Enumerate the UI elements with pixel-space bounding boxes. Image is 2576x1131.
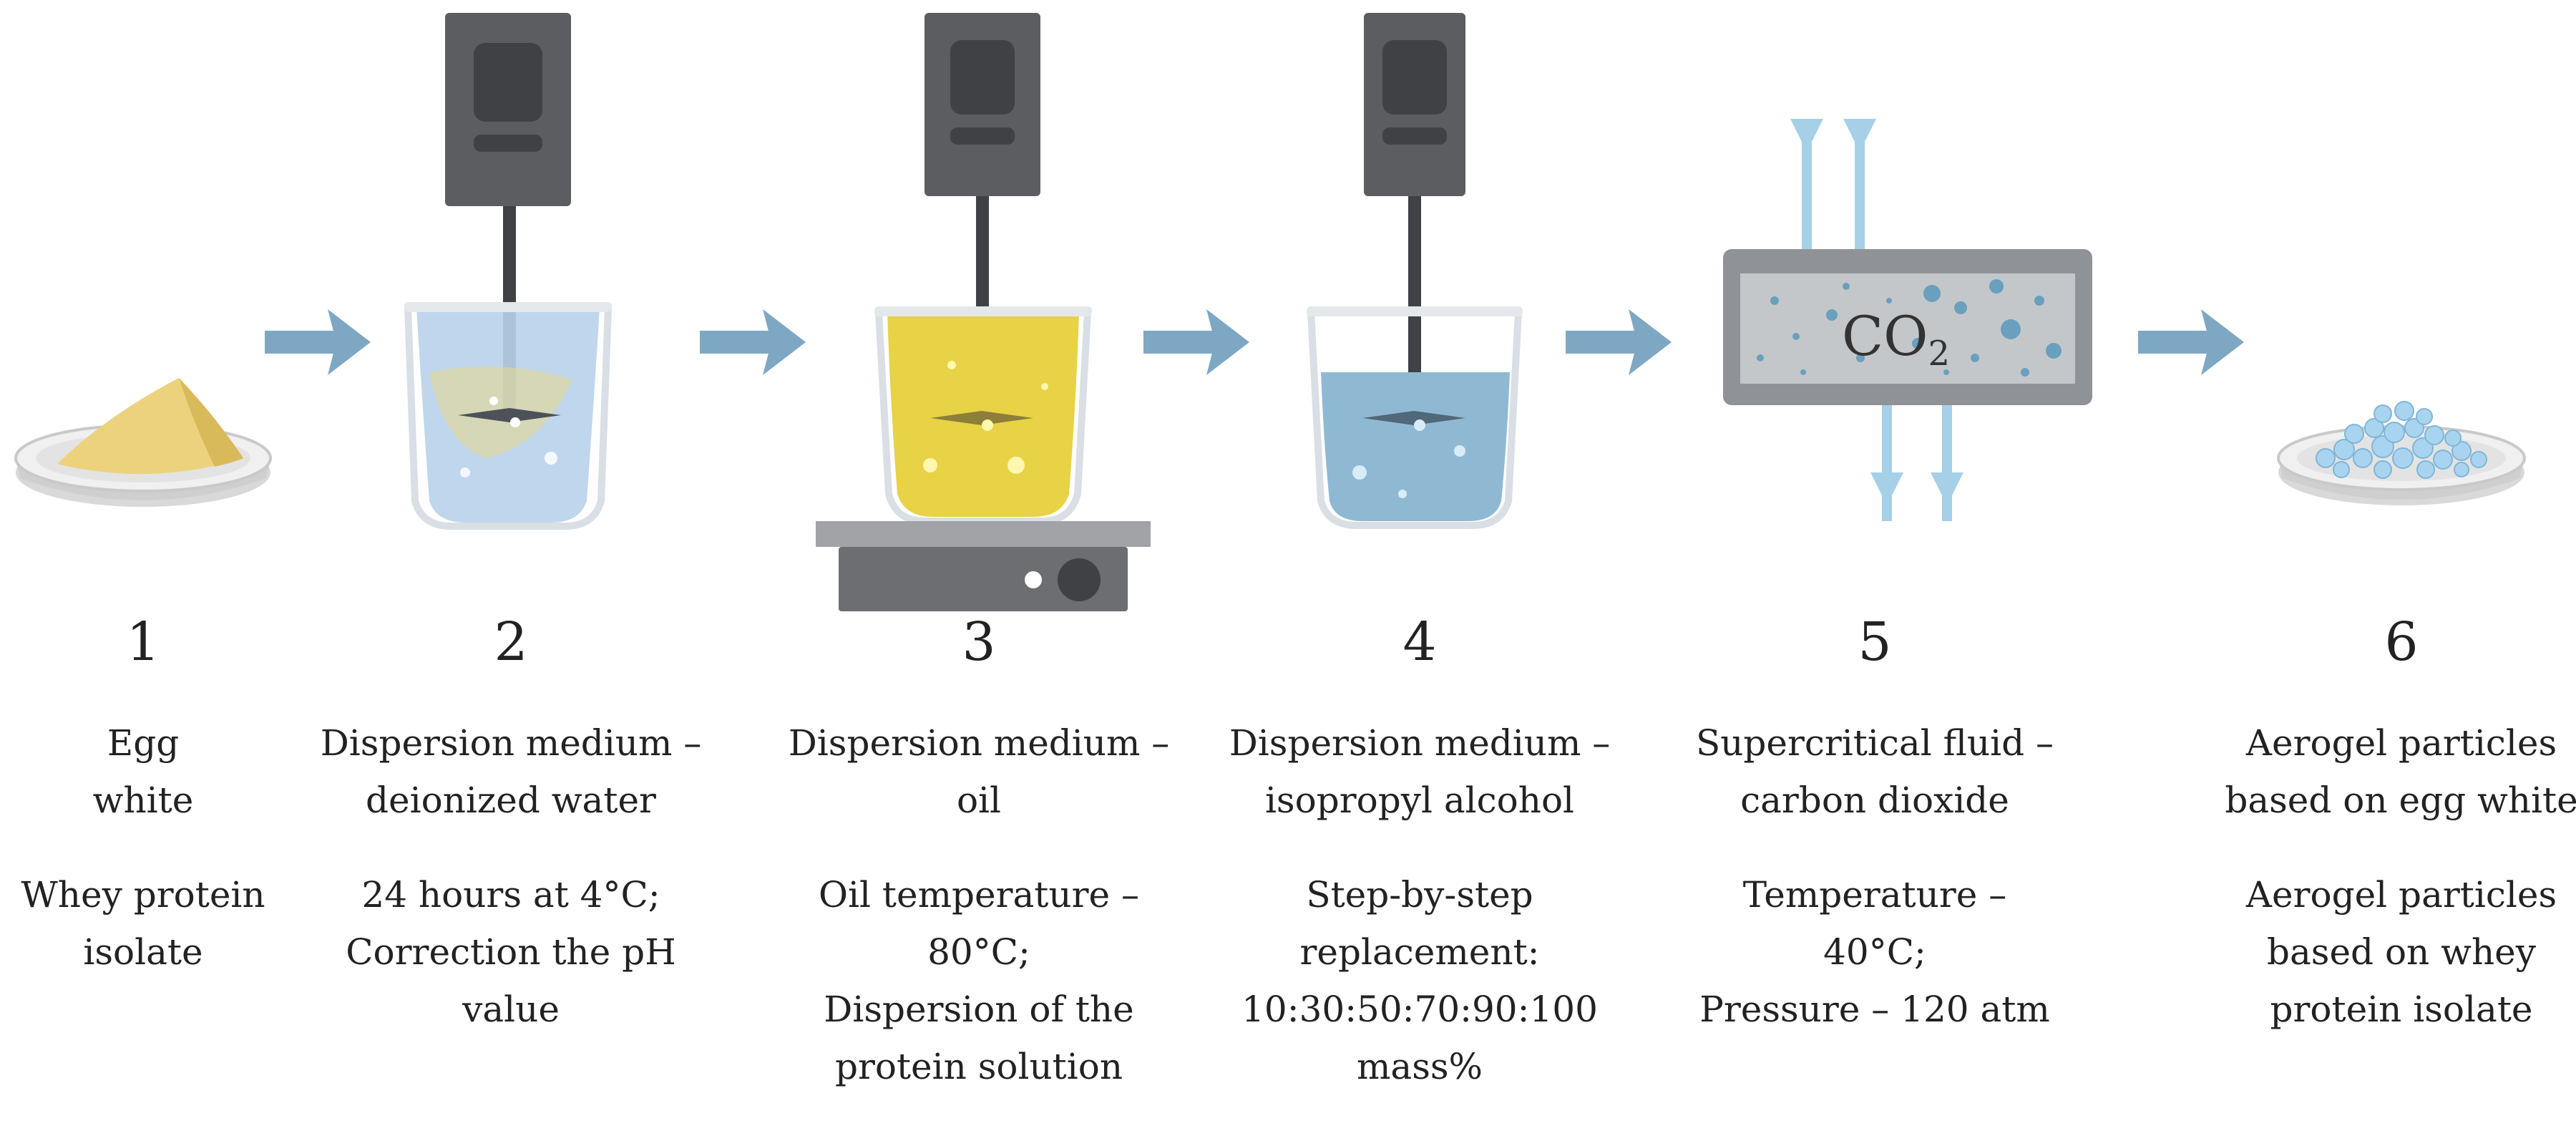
step-conditions: Step-by-step replacement: 10:30:50:70:90… — [1241, 874, 1598, 1087]
step-label: Egg white — [92, 722, 194, 821]
step-conditions: Whey protein isolate — [21, 874, 265, 973]
beaker-stirrer-icon — [1307, 13, 1523, 529]
step-number: 1 — [126, 611, 160, 673]
step-label: Dispersion medium – oil — [788, 722, 1170, 821]
step-conditions: 24 hours at 4°C; Correction the pH value — [346, 874, 676, 1030]
alcohol-liquid — [1321, 372, 1510, 521]
step-conditions: Aerogel particles based on whey protein … — [2245, 874, 2557, 1030]
aerogel-dish-icon — [2277, 401, 2526, 505]
hotplate-icon — [816, 521, 1151, 611]
powder-dish-icon — [14, 378, 272, 507]
arrow-right-icon — [1566, 309, 1672, 375]
arrow-right-icon — [1143, 309, 1249, 375]
process-illustration: CO2 — [14, 13, 2526, 611]
step-label: Dispersion medium – deionized water — [320, 722, 702, 821]
step-label: Aerogel particles based on egg white — [2225, 722, 2576, 821]
step-number: 4 — [1402, 611, 1437, 673]
step-label: Dispersion medium – isopropyl alcohol — [1229, 722, 1611, 821]
beaker-stirrer-icon — [404, 13, 613, 530]
step-conditions: Temperature – 40°C; Pressure – 120 atm — [1699, 874, 2050, 1030]
step-number: 5 — [1858, 611, 1892, 673]
arrow-right-icon — [700, 309, 806, 375]
arrow-right-icon — [265, 309, 371, 375]
step-5: 5 Supercritical fluid – carbon dioxide T… — [1660, 616, 2089, 1038]
step-conditions: Oil temperature – 80°C; Dispersion of th… — [819, 874, 1139, 1087]
step-2: 2 Dispersion medium – deionized water 24… — [296, 616, 726, 1038]
beaker-stirrer-icon — [874, 13, 1092, 525]
step-label: Supercritical fluid – carbon dioxide — [1695, 722, 2054, 821]
step-6: 6 Aerogel particles based on egg white A… — [2187, 616, 2576, 1038]
chamber-label: CO2 — [1842, 304, 1950, 374]
step-4: 4 Dispersion medium – isopropyl alcohol … — [1205, 616, 1634, 1095]
step-3: 3 Dispersion medium – oil Oil temperatur… — [764, 616, 1194, 1095]
step-1: 1 Egg white Whey protein isolate — [0, 616, 358, 981]
co2-chamber-icon: CO2 — [1723, 119, 2092, 521]
step-number: 2 — [494, 611, 528, 673]
arrow-right-icon — [2138, 309, 2244, 375]
aerogel-particles — [2316, 401, 2487, 479]
step-number: 6 — [2384, 611, 2419, 673]
step-number: 3 — [962, 611, 996, 673]
